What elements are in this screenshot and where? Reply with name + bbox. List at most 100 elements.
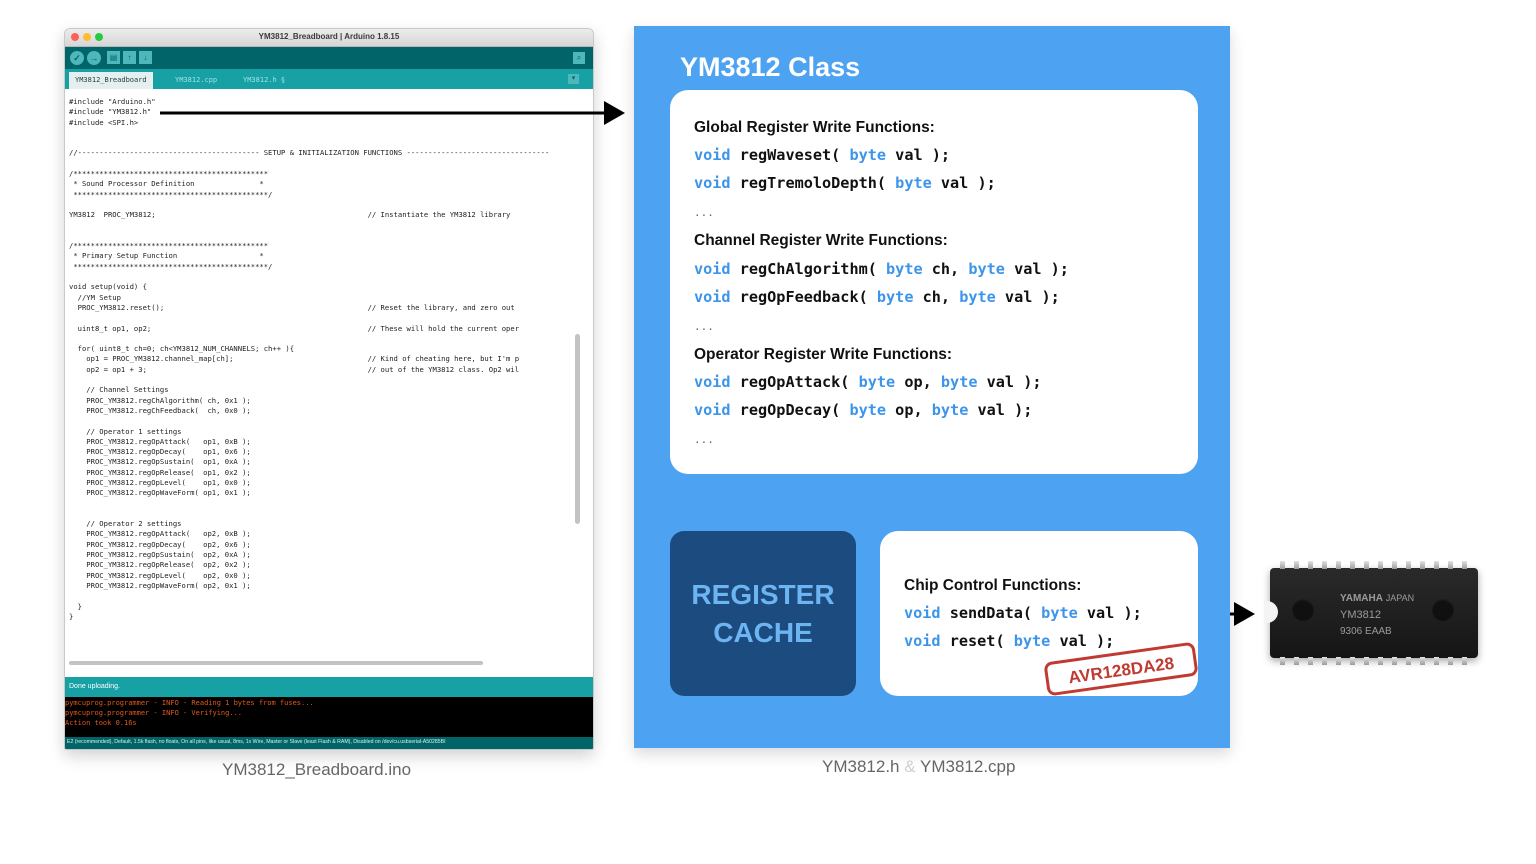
sketch-file-caption: YM3812_Breadboard.ino xyxy=(222,760,412,779)
tab-menu-icon[interactable]: ▾ xyxy=(568,74,579,84)
chip-brand: YAMAHA xyxy=(1340,593,1383,604)
function-close: ); xyxy=(1032,288,1060,306)
chip-pin xyxy=(1434,561,1439,569)
chip-pin xyxy=(1462,561,1467,569)
chip-pin xyxy=(1308,657,1313,665)
save-sketch-icon[interactable]: ↓ xyxy=(139,51,152,64)
panel-title: YM3812 Class xyxy=(680,52,861,82)
ide-toolbar: ✓ → ▤ ↑ ↓ ⌕ xyxy=(65,47,593,69)
chip-pin xyxy=(1350,657,1355,665)
status-bar: Done uploading. xyxy=(65,677,593,697)
register-functions-card: Global Register Write Functions: void re… xyxy=(670,90,1198,474)
function-close: ); xyxy=(1086,632,1115,650)
chip-pin xyxy=(1434,657,1439,665)
param-type: byte xyxy=(931,401,969,419)
param-type: byte xyxy=(849,146,887,164)
console-output: pymcuprog.programmer - INFO - Reading 1 … xyxy=(65,699,314,727)
vertical-scrollbar[interactable] xyxy=(575,334,580,524)
window-titlebar: YM3812_Breadboard | Arduino 1.8.15 xyxy=(65,29,593,47)
function-name: regTremoloDepth( xyxy=(730,174,896,192)
param-name: op xyxy=(886,401,914,419)
chip-date-code: 9306 EAAB xyxy=(1340,626,1392,637)
chip-part-number: YM3812 xyxy=(1340,609,1381,621)
param-name: ch xyxy=(922,260,951,278)
window-title: YM3812_Breadboard | Arduino 1.8.15 xyxy=(258,32,400,41)
cache-label-line1: REGISTER xyxy=(691,579,835,610)
return-type: void xyxy=(694,401,731,419)
cache-label-line2: CACHE xyxy=(713,617,813,648)
tab-ym3812-h[interactable]: YM3812.h § xyxy=(243,76,286,84)
return-type: void xyxy=(694,288,731,306)
code-editor[interactable]: #include "Arduino.h" #include "YM3812.h"… xyxy=(65,89,582,667)
function-close: ); xyxy=(1114,604,1142,622)
chip-pin xyxy=(1280,561,1285,569)
upload-status: Done uploading. xyxy=(69,683,120,690)
minimize-window-icon[interactable] xyxy=(83,33,91,41)
upload-icon[interactable]: → xyxy=(87,51,101,65)
chip-notch xyxy=(1264,601,1278,623)
sketch-code: #include "Arduino.h" #include "YM3812.h"… xyxy=(69,97,550,621)
function-close: ); xyxy=(1041,260,1069,278)
param-name: val xyxy=(995,288,1033,306)
tab-ym3812-cpp[interactable]: YM3812.cpp xyxy=(175,76,218,84)
ampersand: & xyxy=(904,757,916,776)
board-info-bar: E2 (recommended), Default, 1.5k flash, n… xyxy=(65,737,593,749)
chip-pin xyxy=(1364,561,1369,569)
section-heading-global: Global Register Write Functions: xyxy=(694,119,935,136)
chip-origin: JAPAN xyxy=(1385,593,1415,603)
function-signature: void regWaveset( byte val ); xyxy=(694,146,950,164)
chip-pin xyxy=(1378,561,1383,569)
chip-pin xyxy=(1420,657,1425,665)
zoom-window-icon[interactable] xyxy=(95,33,103,41)
function-signature: void regOpFeedback( byte ch, byte val ); xyxy=(694,288,1060,306)
new-sketch-icon[interactable]: ▤ xyxy=(107,51,120,64)
section-heading-channel: Channel Register Write Functions: xyxy=(694,232,948,249)
section-heading-chip-control: Chip Control Functions: xyxy=(904,577,1082,594)
function-name: regWaveset( xyxy=(730,146,850,164)
chip-pin xyxy=(1406,561,1411,569)
param-type: byte xyxy=(1013,632,1051,650)
verify-icon[interactable]: ✓ xyxy=(70,51,84,65)
function-signature: void regOpAttack( byte op, byte val ); xyxy=(694,373,1042,391)
function-name: regOpAttack( xyxy=(730,373,859,391)
ym3812-class-panel: YM3812 Class Global Register Write Funct… xyxy=(634,26,1230,748)
function-close: ); xyxy=(968,174,996,192)
param-name: val xyxy=(968,401,1005,419)
serial-monitor-icon[interactable]: ⌕ xyxy=(573,52,585,64)
chip-dimple xyxy=(1432,599,1454,621)
chip-pin xyxy=(1322,657,1327,665)
open-sketch-icon[interactable]: ↑ xyxy=(123,51,136,64)
section-heading-operator: Operator Register Write Functions: xyxy=(694,346,953,363)
board-info: E2 (recommended), Default, 1.5k flash, n… xyxy=(67,739,446,745)
output-console: pymcuprog.programmer - INFO - Reading 1 … xyxy=(65,697,593,737)
ellipsis: ... xyxy=(694,206,714,219)
param-name: val xyxy=(1077,604,1115,622)
chip-pin xyxy=(1448,657,1453,665)
function-signature: void regTremoloDepth( byte val ); xyxy=(694,174,996,192)
param-type: byte xyxy=(876,288,914,306)
param-name: val xyxy=(886,146,923,164)
function-close: ); xyxy=(1004,401,1033,419)
param-type: byte xyxy=(849,401,887,419)
chip-pin xyxy=(1280,657,1285,665)
close-window-icon[interactable] xyxy=(71,33,79,41)
function-signature: void regChAlgorithm( byte ch, byte val )… xyxy=(694,260,1069,278)
chip-pin xyxy=(1336,657,1341,665)
editor-tab-bar: YM3812_Breadboard YM3812.cpp YM3812.h § … xyxy=(65,69,593,89)
param-type: byte xyxy=(940,373,978,391)
param-name: val xyxy=(1050,632,1087,650)
param-name: op xyxy=(895,373,923,391)
chip-dimple xyxy=(1292,599,1314,621)
function-signature: void reset( byte val ); xyxy=(904,632,1114,650)
chip-pin xyxy=(1406,657,1411,665)
param-separator: , xyxy=(950,260,969,278)
ellipsis: ... xyxy=(694,433,714,446)
horizontal-scrollbar[interactable] xyxy=(69,661,483,665)
register-cache-box: REGISTER CACHE xyxy=(670,531,856,696)
return-type: void xyxy=(904,632,941,650)
tab-ym3812-breadboard[interactable]: YM3812_Breadboard xyxy=(69,72,153,89)
chip-pin xyxy=(1462,657,1467,665)
arduino-ide-window: YM3812_Breadboard | Arduino 1.8.15 ✓ → ▤… xyxy=(64,28,594,750)
function-name: regChAlgorithm( xyxy=(730,260,887,278)
chip-pin xyxy=(1294,561,1299,569)
